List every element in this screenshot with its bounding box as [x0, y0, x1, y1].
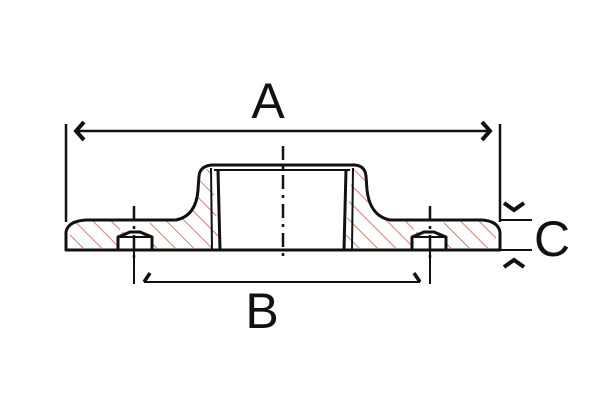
dim-b-arrow-right — [412, 272, 422, 283]
bore-left-wall — [216, 169, 222, 251]
bore-right-chamfer — [351, 167, 354, 251]
dim-a-arrow-right — [480, 120, 493, 142]
centerlines — [132, 146, 432, 262]
right-flange-hatch — [434, 220, 496, 248]
dim-b-label: B — [245, 283, 278, 339]
section-hatching — [70, 167, 496, 248]
left-flange-inner-hatch — [140, 167, 220, 248]
dimension-b — [133, 250, 431, 284]
dimension-a — [64, 120, 502, 222]
dim-a-arrow-left — [73, 120, 86, 142]
dim-c-arrow-bottom — [502, 257, 526, 269]
bore-right-wall — [342, 169, 348, 251]
dim-a-label: A — [251, 73, 285, 129]
dim-c-label: C — [534, 211, 570, 267]
right-bolt-hole — [410, 230, 448, 250]
left-flange-hatch — [70, 220, 130, 248]
right-flange-inner-hatch — [344, 167, 424, 248]
outer-profile — [64, 163, 502, 252]
flange-outline — [64, 163, 502, 252]
left-bolt-hole — [116, 230, 154, 250]
dim-c-arrow-top — [502, 201, 526, 213]
dimension-c — [500, 201, 532, 269]
dim-b-arrow-left — [142, 272, 152, 283]
bore-left-chamfer — [210, 167, 213, 251]
